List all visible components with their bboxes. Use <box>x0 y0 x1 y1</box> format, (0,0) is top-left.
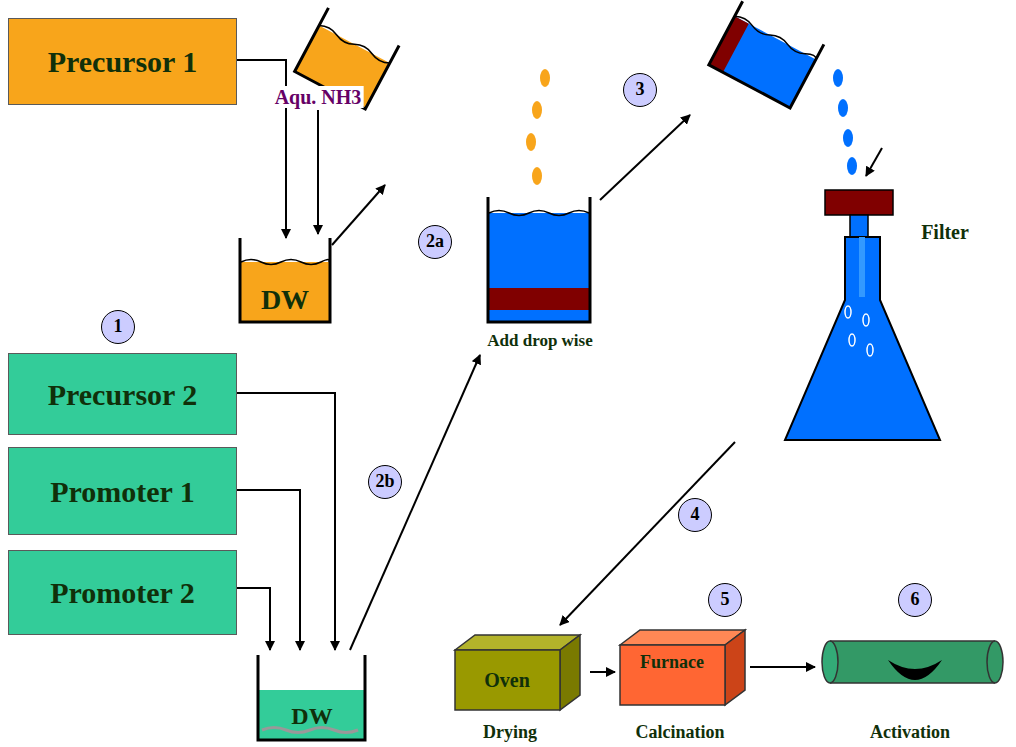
beaker-node: DW <box>255 650 367 742</box>
callout-number: 1 <box>101 310 135 344</box>
callout-number: 2a <box>418 225 452 259</box>
drops <box>833 69 857 175</box>
pour-arrow <box>866 148 882 176</box>
precursor-box: Precursor 1 <box>8 18 237 105</box>
flow-arrow <box>237 393 335 650</box>
beaker-node: Add drop wise <box>385 10 600 355</box>
drops <box>526 69 550 185</box>
flow-arrow <box>332 185 385 245</box>
callout-number: 2b <box>368 465 402 499</box>
activation-node: Activation <box>815 630 1010 745</box>
node-text: Promoter 2 <box>50 576 195 609</box>
promoter-box: Promoter 2 <box>8 550 237 635</box>
flow-arrow <box>350 355 480 650</box>
reagent-arrow <box>317 110 319 234</box>
callout-number: 5 <box>708 583 742 617</box>
reagent-label: Aqu. NH3 <box>273 86 364 108</box>
node-text: Activation <box>870 723 950 743</box>
oven-box <box>455 635 580 710</box>
node-text: Precursor 2 <box>48 378 198 411</box>
node-text: Calcination <box>635 723 724 743</box>
node-text: Filter <box>921 221 969 243</box>
beaker <box>488 197 590 322</box>
node-text: Add drop wise <box>487 332 593 351</box>
callout-number: 3 <box>623 73 657 107</box>
beaker <box>240 238 330 322</box>
furnace-node: FurnaceCalcination <box>615 625 750 745</box>
pouring-beaker <box>709 1 824 108</box>
flow-arrow <box>237 588 270 650</box>
flow-arrow <box>600 115 690 200</box>
node-text: Furnace <box>640 653 704 673</box>
node-text: Oven <box>484 669 530 691</box>
node-text: Precursor 1 <box>48 45 198 78</box>
precursor-box: Precursor 2 <box>8 353 237 435</box>
promoter-box: Promoter 1 <box>8 447 237 535</box>
furnace-box <box>620 630 745 705</box>
node-text: Drying <box>483 723 537 743</box>
filter-flask <box>785 190 940 440</box>
beaker <box>258 655 365 740</box>
node-text: Promoter 1 <box>50 475 195 508</box>
tube-reactor <box>822 641 1003 683</box>
flow-arrow <box>237 490 300 650</box>
callout-number: 6 <box>898 583 932 617</box>
beaker-node: DW <box>237 238 332 326</box>
flow-arrow <box>750 666 815 668</box>
callout-number: 4 <box>678 498 712 532</box>
node-text: DW <box>291 703 332 729</box>
node-text: DW <box>261 285 309 316</box>
oven-node: OvenDrying <box>455 625 590 745</box>
flow-arrow <box>590 671 615 673</box>
filter-node: Filter <box>690 10 980 442</box>
